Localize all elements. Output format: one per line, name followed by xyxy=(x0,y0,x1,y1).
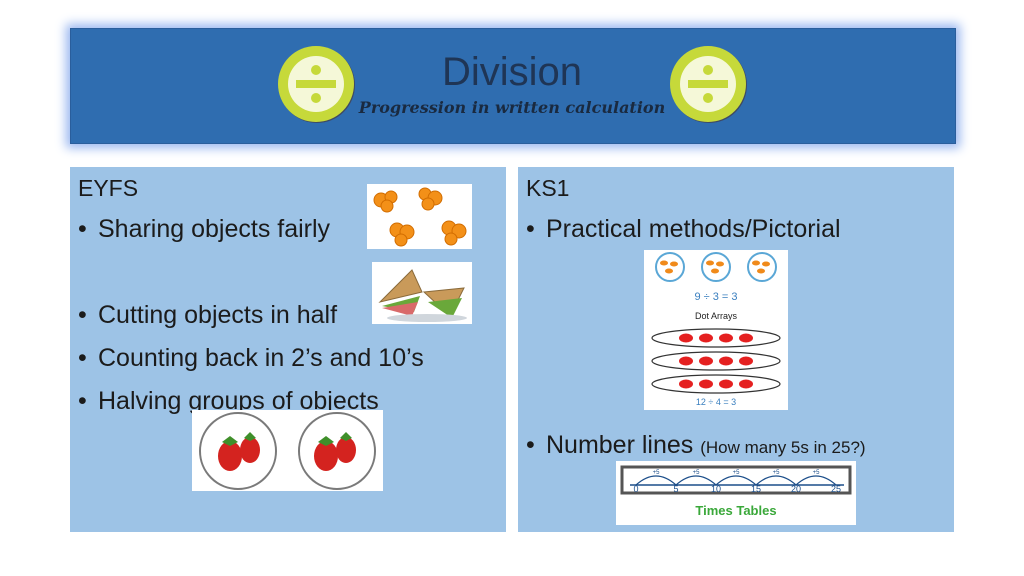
equation-label: 9 ÷ 3 = 3 xyxy=(694,291,737,303)
numberline-diagram: +5 +5 +5 +5 +5 0 5 10 15 20 25 Times Tab… xyxy=(620,465,852,518)
list-item-text: Practical methods/Pictorial xyxy=(546,215,841,243)
tick-label: 5 xyxy=(673,484,678,494)
list-item: • Sharing objects fairly xyxy=(78,215,330,244)
page-subtitle: Progression in written calculation xyxy=(358,98,666,117)
pictorial-diagram: 9 ÷ 3 = 3 Dot Arrays 12 ÷ 4 = 3 xyxy=(651,252,781,407)
tick-label: 20 xyxy=(791,484,801,494)
jump-label: +5 xyxy=(653,470,661,476)
numberline-caption: Times Tables xyxy=(695,503,776,518)
bullet: • xyxy=(78,387,87,415)
bullet: • xyxy=(78,301,87,329)
list-item-text: Number lines xyxy=(546,431,694,459)
list-item: • Practical methods/Pictorial xyxy=(526,215,841,244)
equation-label: 12 ÷ 4 = 3 xyxy=(696,397,736,407)
list-item: • Cutting objects in half xyxy=(78,301,337,330)
list-item: • Counting back in 2’s and 10’s xyxy=(78,344,424,373)
dot-arrays-caption: Dot Arrays xyxy=(695,311,738,321)
list-item-text: Cutting objects in half xyxy=(98,301,338,329)
sandwich-picture xyxy=(378,269,467,322)
ks1-panel: KS1 • Practical methods/Pictorial 9 ÷ 3 =… xyxy=(518,167,954,532)
oranges-picture xyxy=(373,187,467,247)
list-item-note: (How many 5s in 25?) xyxy=(700,438,866,457)
tick-label: 15 xyxy=(751,484,761,494)
tick-label: 10 xyxy=(711,484,721,494)
pictorial-image: 9 ÷ 3 = 3 Dot Arrays 12 ÷ 4 = 3 xyxy=(644,250,788,410)
sandwich-image xyxy=(372,262,472,324)
strawberries-image xyxy=(192,410,383,491)
bullet: • xyxy=(78,344,87,372)
eyfs-panel: EYFS • Sharing objects fairly • Cutting ob… xyxy=(70,167,506,532)
page-title: Division xyxy=(441,50,583,94)
list-item-text: Counting back in 2’s and 10’s xyxy=(98,344,424,372)
strawberries-picture xyxy=(199,412,376,490)
jump-label: +5 xyxy=(733,470,741,476)
jump-label: +5 xyxy=(693,470,701,476)
title-banner xyxy=(70,28,956,144)
tick-label: 25 xyxy=(831,484,841,494)
list-item-text: Sharing objects fairly xyxy=(98,215,331,243)
oranges-image xyxy=(367,184,472,249)
tick-label: 0 xyxy=(633,484,638,494)
numberline-image: +5 +5 +5 +5 +5 0 5 10 15 20 25 Times Tab… xyxy=(616,461,856,525)
bullet: • xyxy=(526,215,535,243)
divide-icon xyxy=(670,46,747,123)
panel-heading: EYFS xyxy=(78,175,139,201)
jump-label: +5 xyxy=(773,470,781,476)
jump-label: +5 xyxy=(813,470,821,476)
divide-icon xyxy=(278,46,355,123)
bullet: • xyxy=(78,215,87,243)
bullet: • xyxy=(526,431,535,459)
panel-heading: KS1 xyxy=(526,175,570,201)
list-item: • Number lines (How many 5s in 25?) xyxy=(526,431,866,460)
